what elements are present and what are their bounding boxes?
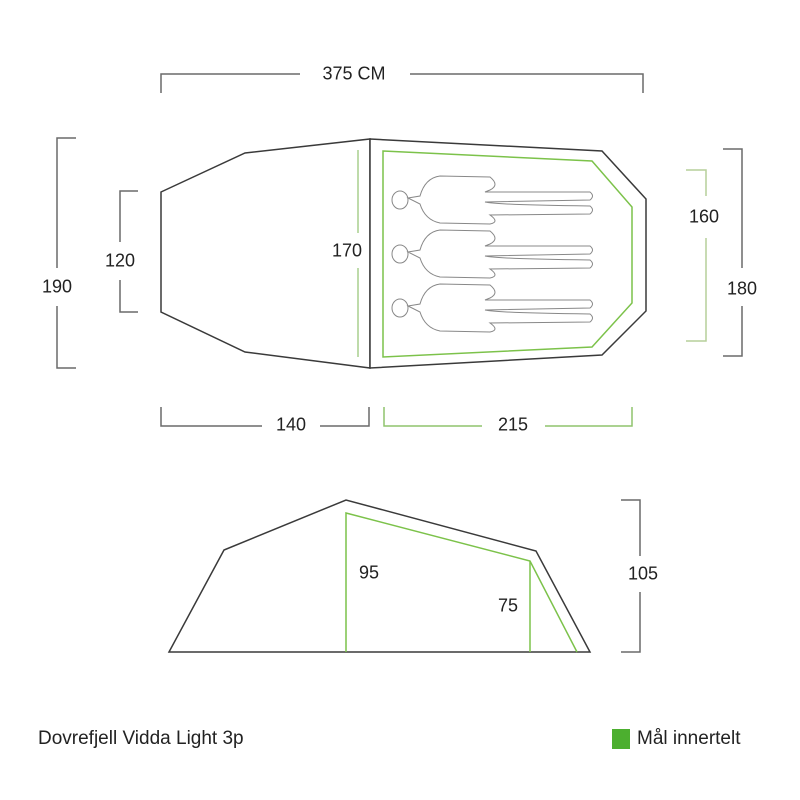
dimension-vestibule-end	[119, 190, 138, 313]
label-inner-back-height: 75	[497, 595, 519, 616]
label-outer-back-width: 180	[726, 278, 758, 299]
dimension-inner-width	[686, 169, 707, 342]
dimension-inner-length	[383, 407, 633, 427]
side-outer-outline	[167, 499, 592, 653]
side-view	[167, 499, 592, 653]
side-inner-outline	[345, 512, 578, 653]
dimension-total-width	[56, 137, 76, 369]
label-vestibule-end-width: 120	[104, 250, 136, 271]
label-inner-width: 160	[688, 206, 720, 227]
label-total-length: 375 CM	[322, 63, 386, 84]
label-vestibule-length: 140	[275, 414, 307, 435]
occupant-figures	[391, 175, 593, 333]
legend: Mål innertelt	[612, 728, 741, 750]
label-inner-front-height: 95	[358, 562, 380, 583]
tent-floor-plan	[160, 138, 647, 369]
product-name: Dovrefjell Vidda Light 3p	[38, 728, 244, 749]
dimension-total-length	[160, 73, 644, 93]
dimension-vestibule-length	[160, 407, 370, 427]
label-inner-front-width: 170	[331, 240, 363, 261]
green-square-icon	[612, 729, 630, 749]
label-total-height: 105	[627, 563, 659, 584]
dimension-outer-back-width	[723, 148, 743, 357]
dimension-total-height	[621, 499, 641, 653]
label-inner-length: 215	[497, 414, 529, 435]
tent-body-outline	[369, 138, 647, 369]
inner-tent-outline	[382, 150, 633, 358]
legend-label: Mål innertelt	[637, 728, 741, 749]
label-total-width: 190	[41, 276, 73, 297]
